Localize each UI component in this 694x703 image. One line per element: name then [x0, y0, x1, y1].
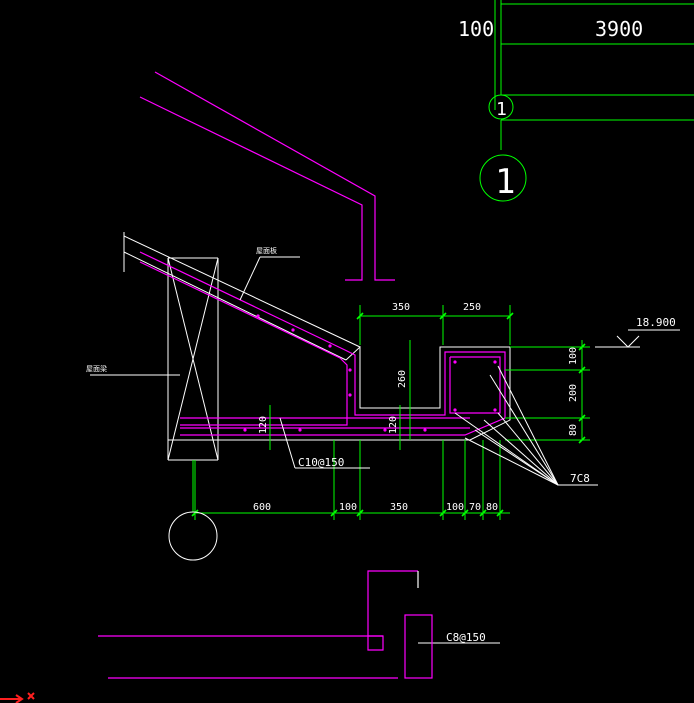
inner-dim-slab-right: 120 — [388, 416, 399, 434]
bottom-dim-2: 350 — [390, 502, 408, 513]
rebar-profile — [139, 251, 506, 436]
dimension-lines — [194, 305, 590, 520]
top-dim-a: 350 — [392, 302, 410, 313]
axis-marker-lower: 1 — [479, 154, 527, 202]
note-wall-label: 屋面梁 — [86, 364, 107, 373]
section-outline — [123, 232, 511, 461]
note-roof-label: 屋面板 — [256, 246, 277, 255]
lower-detail — [98, 570, 433, 679]
axis-marker-upper: 1 — [488, 94, 514, 120]
inner-dim-slab-left: 120 — [258, 416, 269, 434]
bottom-dim-3: 100 — [446, 502, 464, 513]
leader-lines — [90, 256, 598, 644]
inner-dim-depth: 260 — [397, 370, 408, 388]
header-grid — [494, 0, 694, 150]
rebar-label-stirrup: C10@150 — [298, 456, 344, 469]
right-dim-a: 100 — [568, 347, 579, 365]
axis-marker-upper-label: 1 — [496, 99, 507, 120]
column-axis — [168, 460, 218, 561]
right-dim-c: 80 — [568, 424, 579, 436]
header-dim-left: 100 — [458, 17, 494, 41]
right-dim-b: 200 — [568, 384, 579, 402]
bottom-dim-5: 80 — [486, 502, 498, 513]
bottom-dim-1: 100 — [339, 502, 357, 513]
rebar-label-longitudinal: 7C8 — [570, 472, 590, 485]
axis-marker-lower-label: 1 — [495, 162, 515, 202]
dimension-ticks — [191, 312, 586, 517]
elevation-marker — [595, 329, 680, 348]
top-dim-b: 250 — [463, 302, 481, 313]
bottom-dim-4: 70 — [469, 502, 481, 513]
rebar-dots — [243, 314, 497, 432]
bottom-dim-0: 600 — [253, 502, 271, 513]
elevation-value: 18.900 — [636, 316, 676, 329]
header-dim-right: 3900 — [595, 17, 643, 41]
rebar-label-lower-detail: C8@150 — [446, 631, 486, 644]
ucs-axis-icon — [0, 692, 35, 703]
roof-profile — [139, 71, 395, 281]
